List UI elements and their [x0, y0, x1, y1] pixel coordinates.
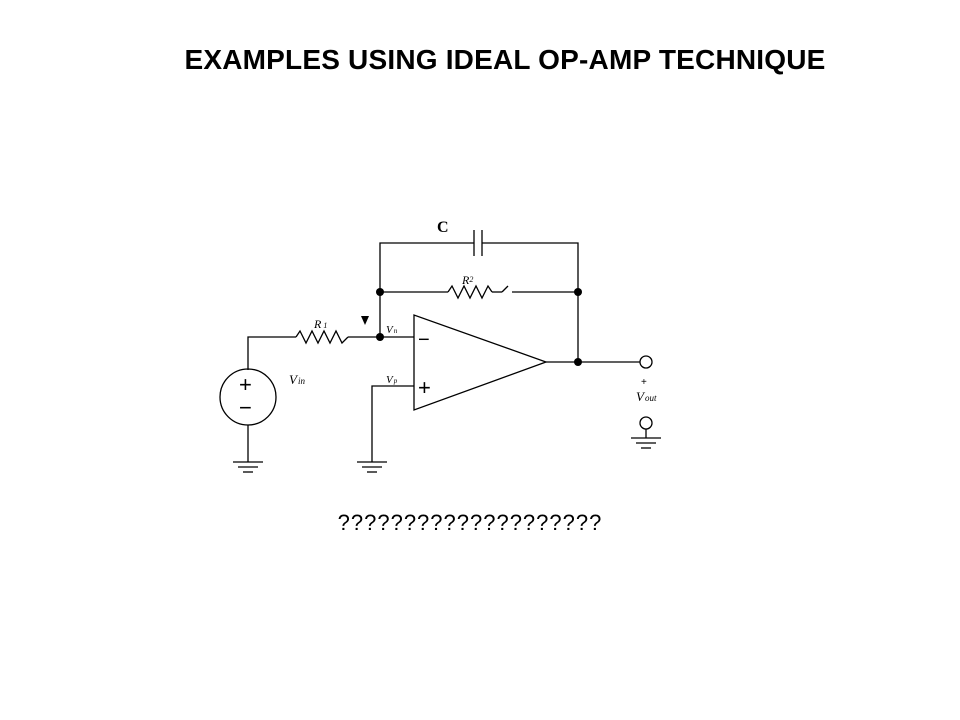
vp-label: Vp: [386, 374, 398, 386]
slide-title: EXAMPLES USING IDEAL OP-AMP TECHNIQUE: [184, 44, 826, 75]
non-inverting-ground: [357, 385, 414, 473]
r2-label: R2: [461, 273, 473, 287]
ground-terminal: [639, 416, 653, 430]
op-amp: − + Vn Vp: [386, 314, 548, 411]
source-plus: +: [239, 372, 252, 397]
source-minus: −: [239, 395, 252, 420]
output-terminal: [639, 355, 653, 369]
vout-plus: +: [641, 377, 647, 388]
vin-label: Vin: [289, 372, 305, 387]
op-amp-minus: −: [418, 329, 430, 351]
vout-label: Vout: [636, 389, 657, 404]
current-arrow-icon: [361, 316, 369, 325]
vn-label: Vn: [386, 324, 398, 336]
r2-resistor: [447, 284, 493, 300]
op-amp-plus: +: [418, 375, 431, 400]
r2-branch: R2: [380, 273, 578, 300]
caption: ????????????????????: [337, 510, 603, 535]
capacitor-branch: C: [379, 219, 579, 292]
voltage-source: + − Vin: [219, 368, 305, 473]
capacitor-label: C: [437, 219, 449, 236]
r1-resistor: [295, 329, 349, 345]
op-amp-triangle: [413, 314, 548, 411]
output-branch: + Vout: [546, 292, 661, 449]
